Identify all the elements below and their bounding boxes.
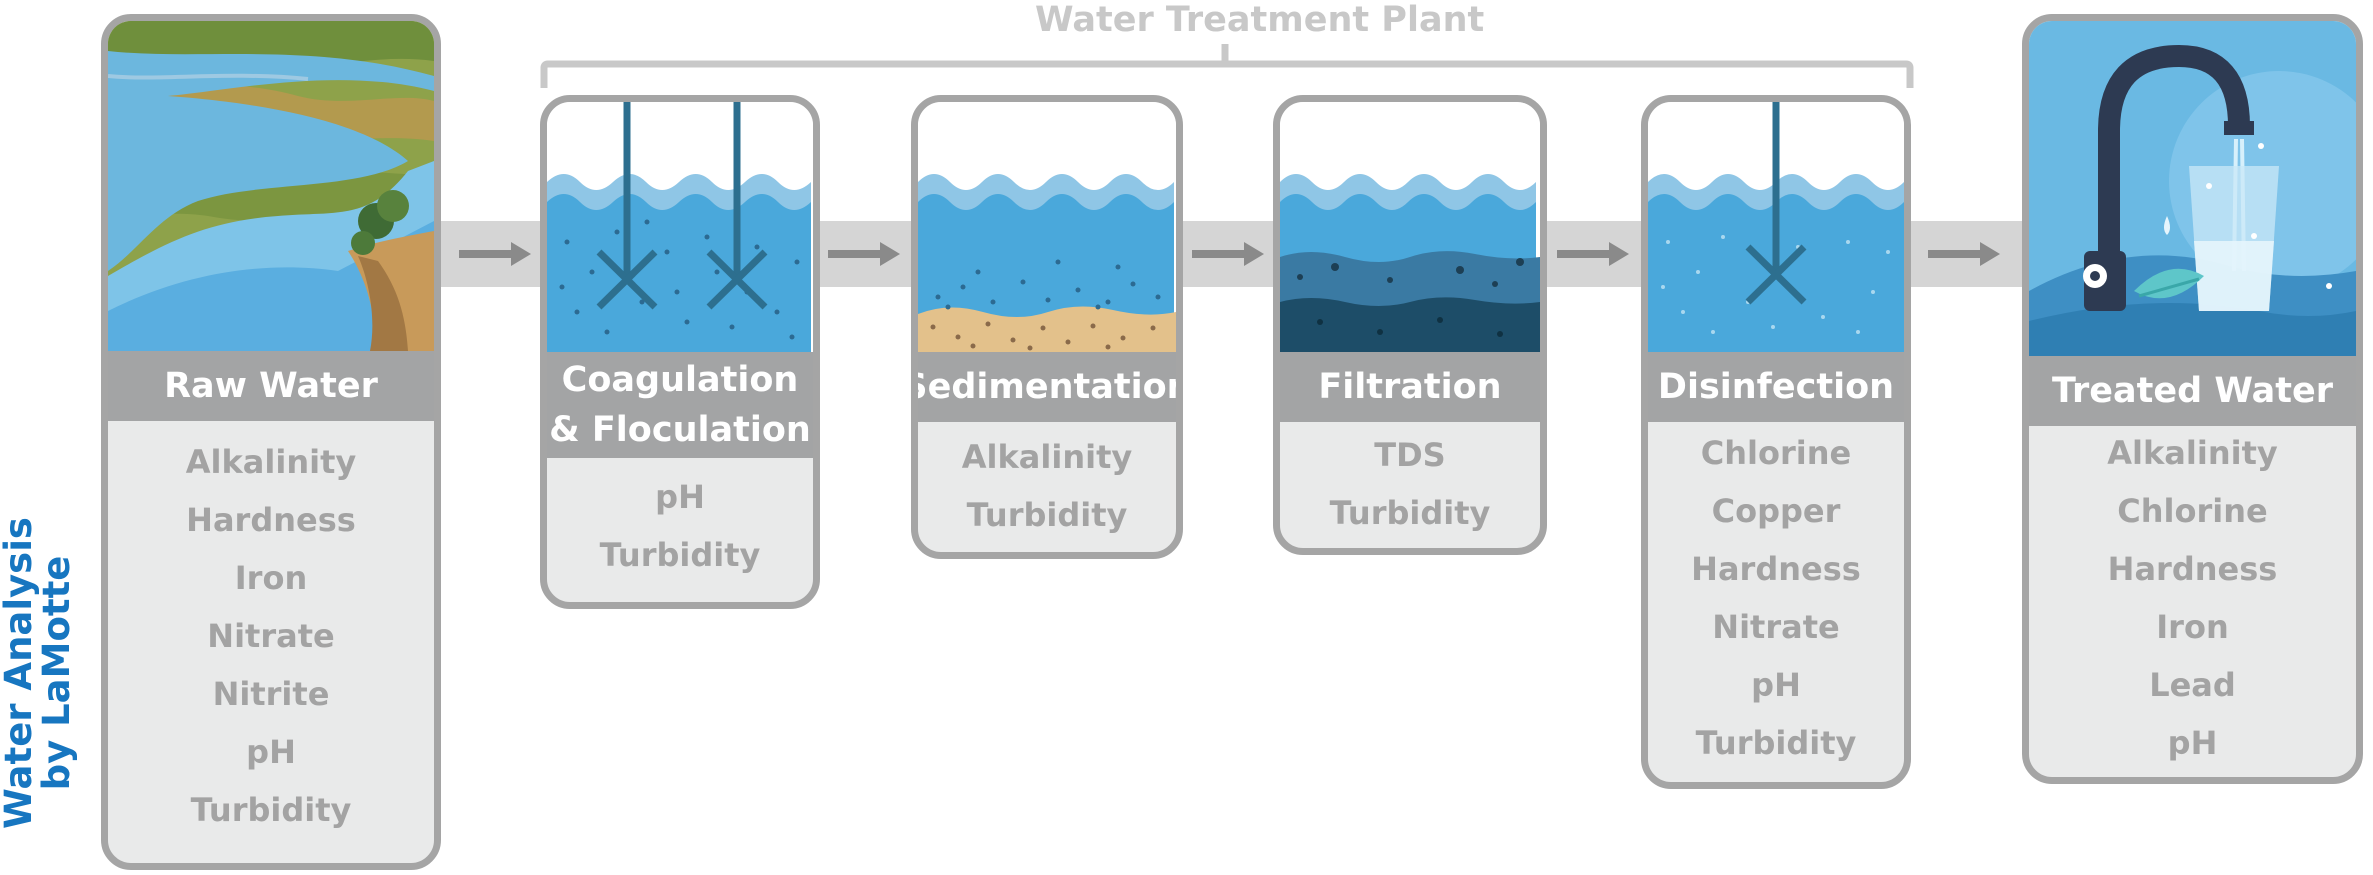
param-item: pH: [655, 478, 705, 516]
stage-raw-water-params: Alkalinity Hardness Iron Nitrate Nitrite…: [108, 433, 434, 839]
arrow-3: [1178, 221, 1278, 287]
param-item: Copper: [1711, 492, 1841, 530]
arrow-4: [1543, 221, 1643, 287]
stage-sedimentation-title: Sedimentation: [918, 352, 1176, 422]
stage-title-line: Treated Water: [2051, 371, 2334, 411]
param-item: Iron: [234, 559, 308, 597]
param-item: Alkalinity: [2107, 434, 2278, 472]
param-item: pH: [246, 733, 296, 771]
stage-title-line: Filtration: [1318, 367, 1502, 407]
param-item: Alkalinity: [185, 443, 357, 481]
arrow-2: [814, 221, 914, 287]
stage-raw-water-title: Raw Water: [108, 351, 434, 421]
disinfection-tank-icon: [1648, 102, 1904, 352]
stage-coagulation-title: Coagulation & Floculation: [547, 352, 813, 458]
param-item: Alkalinity: [961, 438, 1133, 476]
stage-disinfection-title: Disinfection: [1648, 352, 1904, 422]
stage-treated-water-params: Alkalinity Chlorine Hardness Iron Lead p…: [2029, 424, 2356, 772]
param-item: Nitrite: [212, 675, 330, 713]
side-title-line2: by LaMotte: [35, 555, 78, 791]
plant-bracket: [540, 44, 1914, 88]
param-item: Turbidity: [966, 496, 1128, 534]
stage-filtration-title: Filtration: [1280, 352, 1540, 422]
arrow-1: [437, 221, 547, 287]
param-item: pH: [1751, 666, 1801, 704]
stage-title-line: & Floculation: [549, 410, 811, 450]
side-title-line1: Water Analysis: [0, 517, 40, 829]
param-item: Chlorine: [2117, 492, 2268, 530]
param-item: Lead: [2149, 666, 2236, 704]
stage-coagulation: Coagulation & Floculation pH Turbidity: [540, 95, 820, 609]
side-title: Water Analysis by LaMotte: [0, 493, 78, 853]
param-item: Hardness: [2107, 550, 2278, 588]
sediment-tank-icon: [918, 102, 1176, 352]
param-item: Chlorine: [1700, 434, 1852, 472]
param-item: Hardness: [186, 501, 356, 539]
plant-title: Water Treatment Plant: [1035, 0, 1485, 40]
param-item: pH: [2167, 724, 2218, 762]
param-item: Turbidity: [599, 536, 761, 574]
stage-coagulation-params: pH Turbidity: [547, 468, 813, 584]
arrow-5: [1906, 221, 2024, 287]
stage-treated-water: Treated Water Alkalinity Chlorine Hardne…: [2022, 14, 2363, 784]
stage-sedimentation-params: Alkalinity Turbidity: [918, 428, 1176, 544]
param-item: Turbidity: [190, 791, 352, 829]
mixer-tank-icon: [547, 102, 813, 352]
param-item: Nitrate: [207, 617, 335, 655]
stage-title-line: Raw Water: [164, 366, 378, 406]
stage-treated-water-title: Treated Water: [2029, 356, 2356, 426]
param-item: Turbidity: [1329, 494, 1491, 532]
faucet-glass-icon: [2029, 21, 2356, 356]
param-item: Turbidity: [1695, 724, 1857, 762]
param-item: Nitrate: [1712, 608, 1840, 646]
stage-title-line: Disinfection: [1657, 367, 1895, 407]
stage-sedimentation: Sedimentation Alkalinity Turbidity: [911, 95, 1183, 559]
param-item: Hardness: [1691, 550, 1861, 588]
stage-disinfection: Disinfection Chlorine Copper Hardness Ni…: [1641, 95, 1911, 789]
stage-disinfection-params: Chlorine Copper Hardness Nitrate pH Turb…: [1648, 424, 1904, 772]
stage-filtration-params: TDS Turbidity: [1280, 426, 1540, 542]
river-landscape-icon: [108, 21, 434, 351]
stage-raw-water: Raw Water Alkalinity Hardness Iron Nitra…: [101, 14, 441, 870]
stage-filtration: Filtration TDS Turbidity: [1273, 95, 1547, 555]
param-item: TDS: [1374, 436, 1446, 474]
stage-title-line: Coagulation: [561, 360, 799, 400]
stage-title-line: Sedimentation: [911, 367, 1183, 407]
param-item: Iron: [2156, 608, 2229, 646]
filter-tank-icon: [1280, 102, 1540, 352]
